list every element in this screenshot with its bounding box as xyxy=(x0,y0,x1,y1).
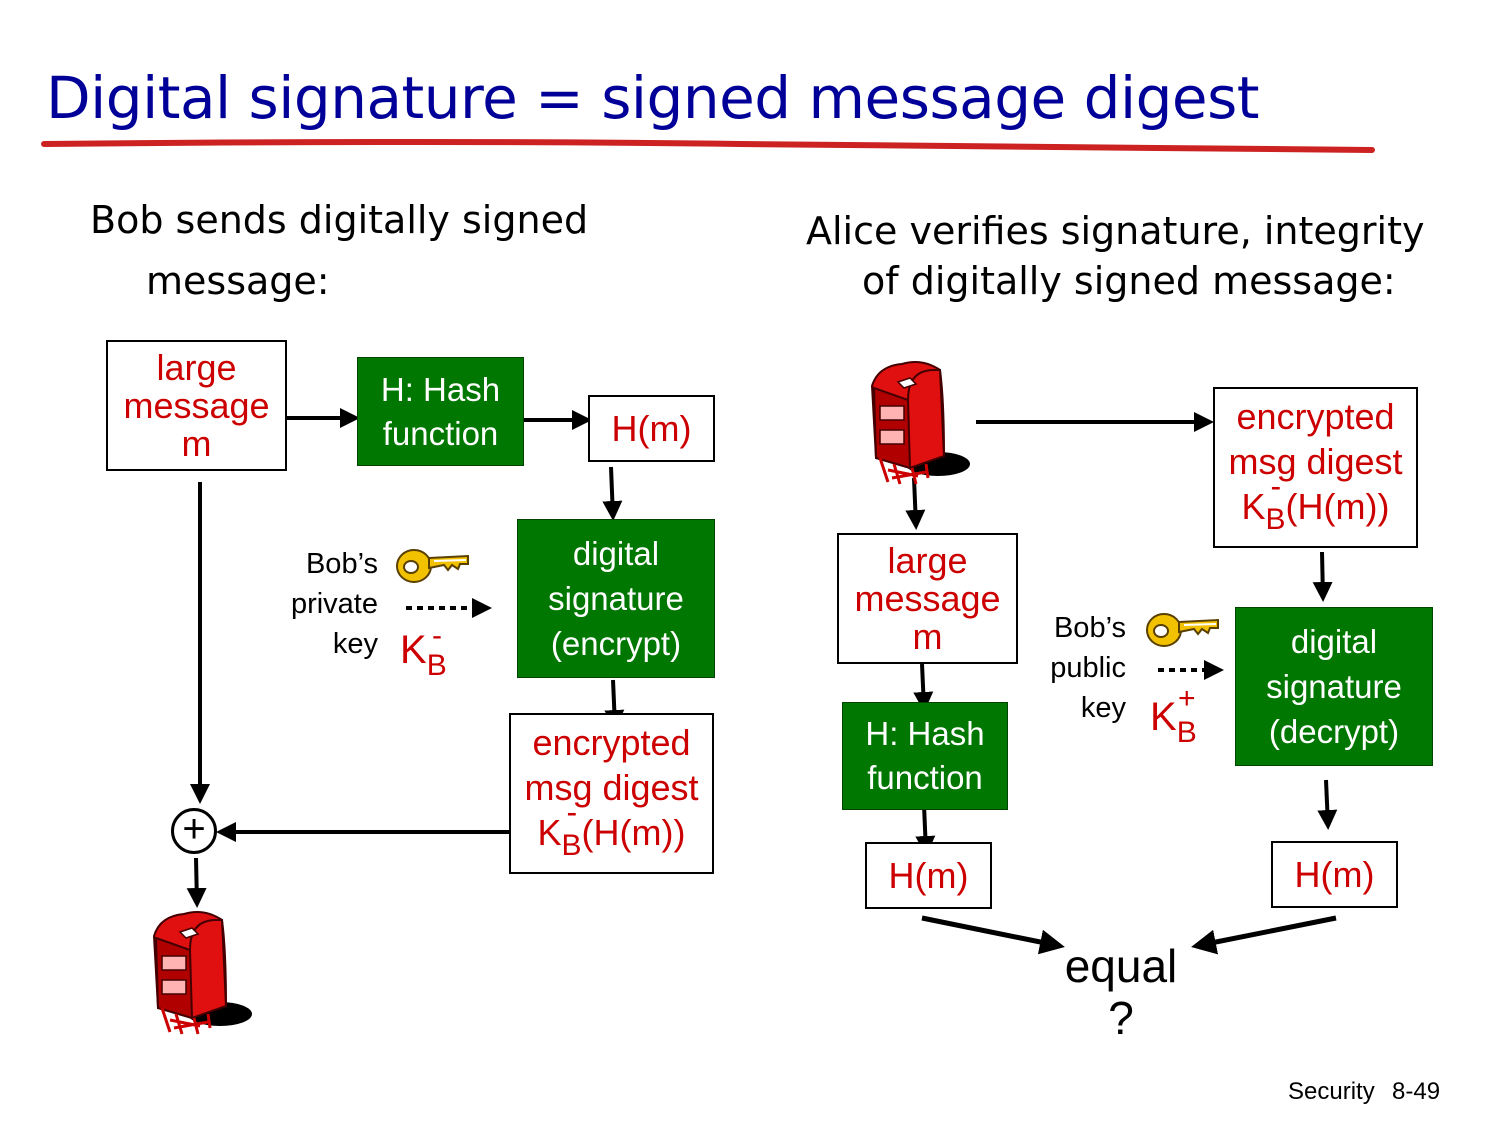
private-key-label-line1: Bob’s xyxy=(305,548,378,580)
right-large-message-line2: message xyxy=(854,577,1001,619)
formula-rest: (H(m)) xyxy=(581,811,686,853)
right-encrypted-digest-box: encrypted msg digest KB(H(m)) - xyxy=(1213,387,1418,548)
key-symbol-sub: B xyxy=(426,649,447,682)
mailbox-icon xyxy=(152,911,252,1035)
private-key-label-line2: private xyxy=(290,588,378,620)
digital-signature-line2: signature xyxy=(548,580,684,617)
right-hm-left-box: H(m) xyxy=(865,842,992,909)
equal-text: equal xyxy=(1064,940,1178,992)
hash-function-line2: function xyxy=(382,414,499,452)
mailbox-icon xyxy=(870,361,970,485)
private-key-label: Bob’s private key xyxy=(252,544,378,664)
formula-sub: B xyxy=(561,828,582,862)
hash-function-line1: H: Hash xyxy=(380,370,501,408)
footer-page: 8-49 xyxy=(1392,1078,1441,1105)
public-key-symbol: KB + xyxy=(1150,682,1197,753)
large-message-line1: large xyxy=(156,346,237,388)
key-icon xyxy=(1146,613,1219,647)
encrypted-digest-box: encrypted msg digest KB(H(m)) - xyxy=(509,713,714,874)
encrypted-digest-line1: encrypted xyxy=(532,721,691,763)
page-title: Digital signature = signed message diges… xyxy=(46,64,1260,132)
right-large-message-box: large message m xyxy=(837,533,1018,664)
hash-function-box: H: Hash function xyxy=(357,357,524,466)
right-formula-sub: B xyxy=(1265,502,1286,536)
title-underline xyxy=(41,139,1375,153)
large-message-box: large message m xyxy=(106,340,287,471)
private-key-symbol: KB - xyxy=(400,619,447,686)
public-key-label: Bob’s public key xyxy=(1000,608,1126,728)
public-key-label-line3: key xyxy=(1080,692,1126,724)
right-hm-right-box: H(m) xyxy=(1271,841,1398,908)
right-encrypted-digest-line2: msg digest xyxy=(1228,440,1403,482)
decrypt-line1: digital xyxy=(1290,623,1378,660)
equal-question: equal ? xyxy=(1058,940,1184,1044)
encrypted-digest-formula: KB(H(m)) - xyxy=(537,794,686,868)
key-symbol-k: K xyxy=(400,628,427,672)
large-message-line3: m xyxy=(181,422,212,464)
left-heading-line2: message: xyxy=(146,259,330,303)
digital-signature-decrypt-box: digital signature (decrypt) xyxy=(1235,607,1433,766)
key-icon xyxy=(396,549,469,583)
public-key-symbol-k: K xyxy=(1150,695,1177,739)
right-hm-left-text: H(m) xyxy=(888,854,969,896)
plus-symbol: + xyxy=(182,807,206,851)
decrypt-line3: (decrypt) xyxy=(1268,713,1400,750)
right-large-message-line1: large xyxy=(887,539,968,581)
public-key-label-line1: Bob’s xyxy=(1053,612,1126,644)
public-key-label-line2: public xyxy=(1050,652,1126,684)
digital-signature-line1: digital xyxy=(572,535,660,572)
formula-k: K xyxy=(537,811,562,853)
hm-text: H(m) xyxy=(611,407,692,449)
right-formula-rest: (H(m)) xyxy=(1285,485,1390,527)
public-key-symbol-sub: B xyxy=(1176,716,1197,749)
right-hm-right-text: H(m) xyxy=(1294,853,1375,895)
key-symbol-sup: - xyxy=(432,619,442,652)
hm-box: H(m) xyxy=(588,395,715,462)
digital-signature-line3: (encrypt) xyxy=(550,625,682,662)
right-hash-function-line1: H: Hash xyxy=(865,715,985,752)
right-formula-sup: - xyxy=(1270,467,1282,504)
plus-circle: + xyxy=(171,808,217,854)
right-encrypted-digest-formula: KB(H(m)) - xyxy=(1241,468,1390,542)
formula-sup: - xyxy=(566,793,578,830)
right-hash-function-line2: function xyxy=(867,759,983,796)
question-text: ? xyxy=(1108,992,1134,1044)
private-key-label-line3: key xyxy=(332,628,378,660)
right-heading-line1: Alice verifies signature, integrity xyxy=(806,209,1425,253)
left-heading-line1: Bob sends digitally signed xyxy=(90,198,589,242)
right-heading-line2: of digitally signed message: xyxy=(862,259,1396,303)
encrypted-digest-line2: msg digest xyxy=(524,766,699,808)
large-message-line2: message xyxy=(123,384,270,426)
right-encrypted-digest-line1: encrypted xyxy=(1236,395,1395,437)
right-hash-function-box: H: Hash function xyxy=(842,702,1008,810)
digital-signature-encrypt-box: digital signature (encrypt) xyxy=(517,519,715,678)
decrypt-line2: signature xyxy=(1266,668,1402,705)
right-formula-k: K xyxy=(1241,485,1266,527)
right-large-message-line3: m xyxy=(912,615,943,657)
footer-section: Security xyxy=(1288,1078,1375,1105)
public-key-symbol-sup: + xyxy=(1178,682,1196,715)
